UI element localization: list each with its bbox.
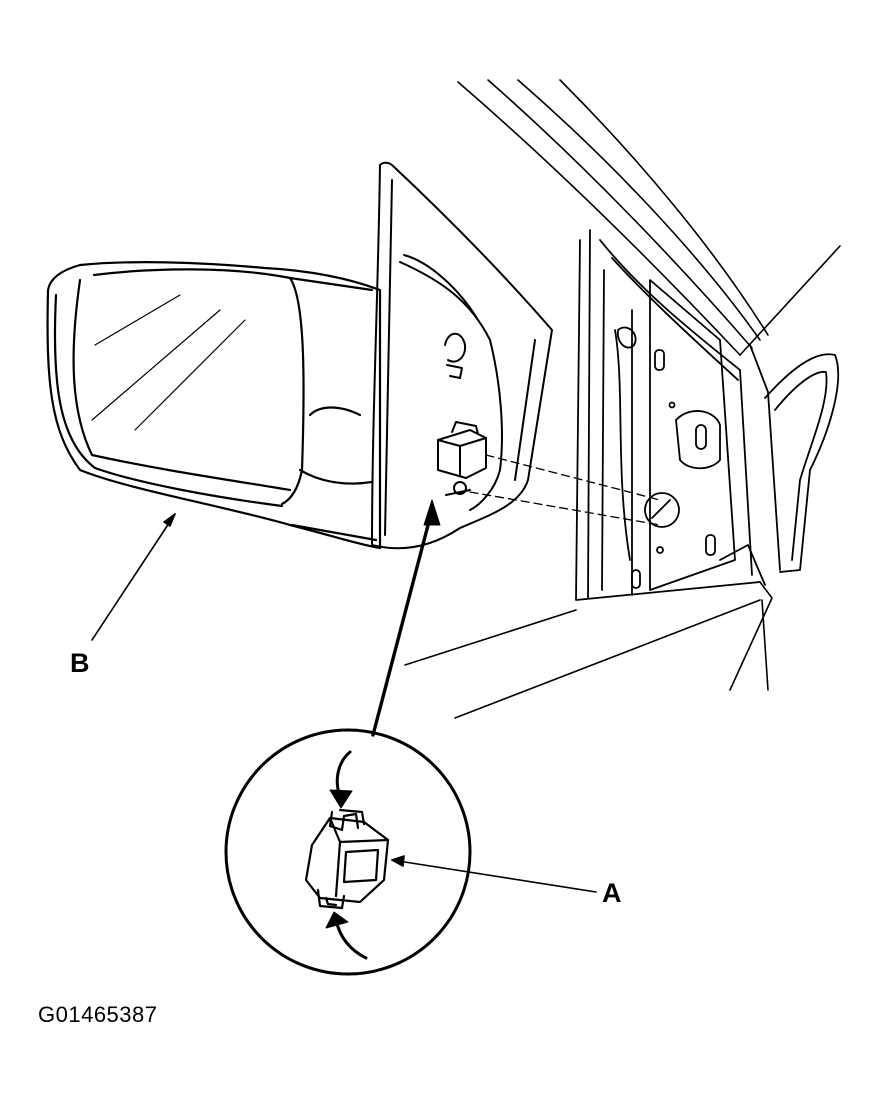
a-pillar-lines (457, 79, 841, 356)
base-connector (437, 421, 487, 495)
door-beltline (404, 581, 773, 719)
alignment-lines (469, 454, 661, 526)
rotation-arrows (325, 750, 368, 960)
body-outer-edge (749, 344, 840, 573)
mirror-housing (46, 261, 382, 550)
door-inner-panel (575, 229, 766, 601)
callout-b-label: B (70, 648, 90, 678)
detail-connector (304, 808, 390, 910)
leader-line (371, 499, 441, 737)
pointer-a (391, 855, 597, 893)
mirror-mount-base (371, 161, 553, 550)
detail-circle (224, 728, 472, 976)
pointer-b (91, 513, 176, 641)
figure-id-code: G01465387 (38, 1002, 158, 1027)
callout-a-label: A (602, 878, 622, 908)
